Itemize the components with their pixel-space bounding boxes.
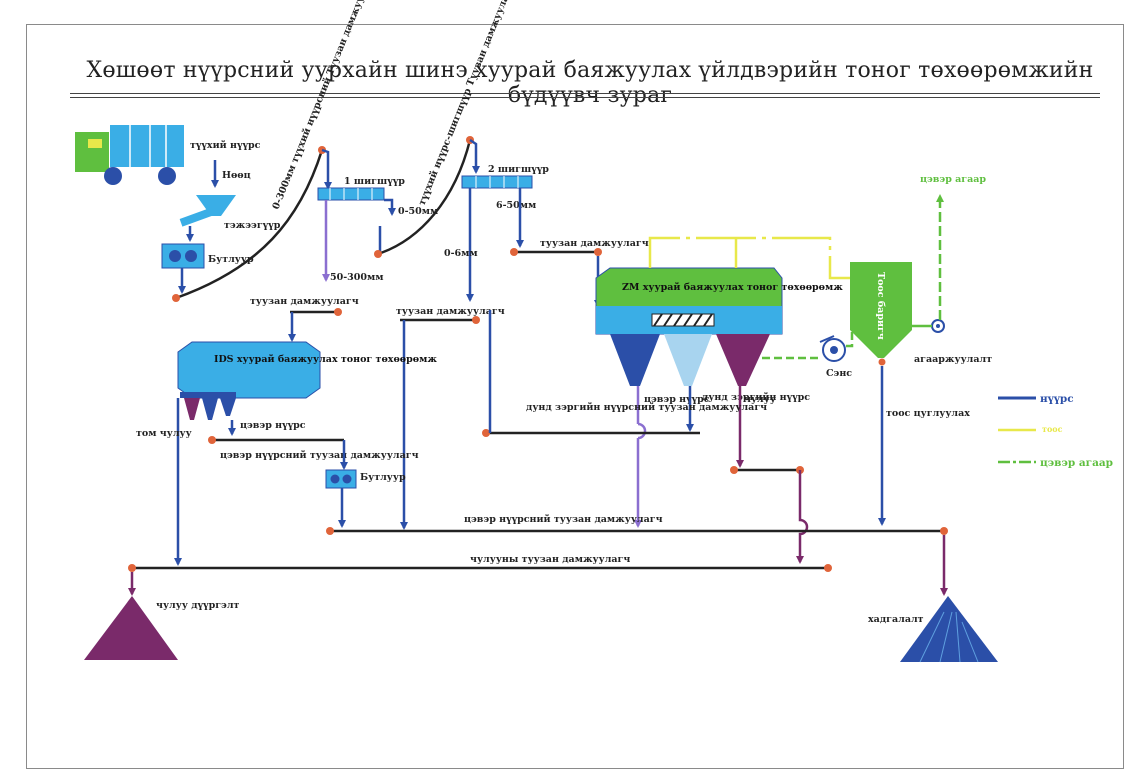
ids-separator-icon — [177, 341, 321, 420]
rock-dump-label: чулуу дүүргэлт — [156, 600, 240, 611]
conveyor-node — [940, 527, 948, 535]
conveyor-node — [326, 527, 334, 535]
dust-line — [648, 236, 852, 280]
exhaust-label: агааржуулалт — [914, 354, 992, 365]
screen-2-label: 2 шигшүүр — [488, 164, 549, 175]
dust-collector-label: Тоос баригч — [875, 272, 886, 340]
storage-pile — [900, 596, 998, 662]
clean-coal-a-label: цэвэр нүүрс — [240, 420, 306, 431]
zm-label: ZM хуурай баяжуулах тоног төхөөрөмж — [622, 282, 843, 293]
diagram-title: Хөшөөт нүүрсний уурхайн шинэ хуурай баяж… — [86, 58, 1094, 108]
ids-label: IDS хуурай баяжуулах тоног төхөөрөмж — [214, 354, 437, 365]
to-screen-2-arrow — [469, 138, 480, 174]
feeder-icon — [179, 207, 215, 227]
conveyor-node — [878, 358, 886, 366]
crusher-1-label: Бутлуур — [208, 254, 254, 265]
bunker-label: Нөөц — [222, 170, 251, 181]
fan-label: Сэнс — [826, 368, 852, 379]
screen-1-icon — [317, 187, 385, 201]
crusher-2-icon — [325, 469, 357, 489]
conveyor-node — [208, 436, 216, 444]
size-50-300-label: 50-300мм — [330, 272, 384, 283]
screen-1-fines-arrow — [384, 198, 396, 216]
dust-discharge-label: тоос цуглуулах — [886, 408, 970, 419]
conveyor-node — [824, 564, 832, 572]
page-frame — [26, 24, 1124, 769]
belt-conveyor-c-label: туузан дамжуулагч — [396, 306, 505, 317]
clean-coal-b-label: цэвэр нүүрс — [644, 394, 710, 405]
conveyor-node — [334, 308, 342, 316]
exhaust-fan-icon — [931, 319, 945, 333]
legend: нүүрс тоос цэвэр агаар — [998, 393, 1113, 469]
title-rule-top — [70, 93, 1100, 94]
conveyor-node — [374, 250, 382, 258]
belt-conveyor-a-label: туузан дамжуулагч — [540, 238, 649, 249]
clean-coal-main-conveyor-label: цэвэр нүүрсний туузан дамжуулагч — [464, 514, 663, 525]
conveyor-node — [510, 248, 518, 256]
legend-air-label: цэвэр агаар — [1040, 457, 1113, 469]
conveyor-node — [594, 248, 602, 256]
zm-separator-icon — [595, 267, 783, 386]
rock-label: чулуу — [744, 394, 776, 405]
bunker-hopper-icon — [196, 195, 236, 216]
big-rock-label: том чулуу — [136, 428, 192, 439]
raw-coal-label: түүхий нүүрс — [190, 140, 261, 151]
crossover-hop — [637, 422, 647, 440]
middling-conveyor-label: дунд зэргийн нүүрсний туузан дамжуулагч — [526, 402, 767, 413]
to-screen-1-arrow — [321, 148, 332, 190]
truck-icon — [75, 125, 184, 185]
conveyor-node — [730, 466, 738, 474]
rock-main-conveyor-label: чулууны туузан дамжуулагч — [470, 554, 630, 565]
inclined-conveyor-2 — [377, 139, 472, 256]
conveyor-node — [172, 294, 180, 302]
conveyor-node — [482, 429, 490, 437]
conveyor-node — [472, 316, 480, 324]
feeder-label: тэжээгүүр — [224, 220, 281, 231]
screen-2-icon — [461, 175, 533, 189]
size-0-50-label: 0-50мм — [398, 206, 438, 217]
dust-collector-icon — [850, 262, 912, 358]
legend-dust-label: тоос — [1042, 424, 1063, 434]
size-0-6-label: 0-6мм — [444, 248, 478, 259]
fan-to-collector-line — [846, 330, 854, 348]
crusher-2-label: Бутлуур — [360, 472, 406, 483]
rock-dump-pile — [84, 596, 178, 660]
middling-label: дунд зэргийн нүүрс — [702, 392, 810, 403]
crusher-1-icon — [161, 243, 205, 269]
fan-icon — [819, 335, 846, 362]
size-6-50-label: 6-50мм — [496, 200, 536, 211]
legend-coal-label: нүүрс — [1040, 393, 1074, 405]
conveyor-node — [128, 564, 136, 572]
rock-to-main-arrow — [796, 470, 809, 564]
title-rule-bottom — [70, 97, 1100, 98]
clean-air-out-label: цэвэр агаар — [920, 174, 986, 185]
clean-coal-small-conveyor-label: цэвэр нүүрсний туузан дамжуулагч — [220, 450, 419, 461]
storage-label: хадгалалт — [868, 614, 924, 625]
belt-conveyor-b-label: туузан дамжуулагч — [250, 296, 359, 307]
screen-1-label: 1 шигшүүр — [344, 176, 405, 187]
inclined-conveyor-1 — [175, 149, 324, 300]
